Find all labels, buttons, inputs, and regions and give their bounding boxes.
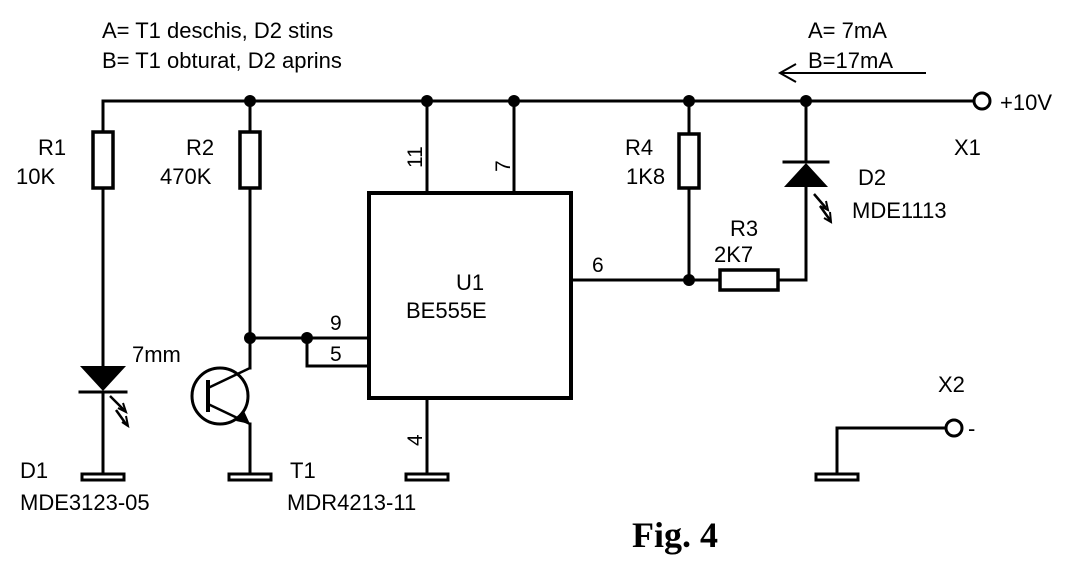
d1-light-arrows-icon <box>109 395 130 429</box>
x1-voltage-label: +10V <box>1000 90 1052 115</box>
r2-resistor <box>238 130 262 190</box>
x1-terminal <box>972 91 992 111</box>
t1-phototransistor <box>190 366 251 426</box>
r4-value-label: 1K8 <box>626 164 665 189</box>
d1-ground-symbol <box>80 472 126 482</box>
figure-caption: Fig. 4 <box>632 515 718 555</box>
x2-terminal <box>944 418 964 438</box>
d2-name-label: D2 <box>858 165 886 190</box>
d1-part-label: MDE3123-05 <box>20 490 150 515</box>
d2-light-arrows-icon <box>813 193 833 224</box>
t1-ground-symbol <box>227 472 273 482</box>
u1-part-label: BE555E <box>406 298 487 323</box>
current-label-a: A= 7mA <box>808 18 887 43</box>
r1-resistor <box>91 130 115 190</box>
r2-value-label: 470K <box>160 164 212 189</box>
x1-name-label: X1 <box>954 135 981 160</box>
x2-name-label: X2 <box>938 372 965 397</box>
u1-ground-symbol <box>404 472 450 482</box>
u1-pin5-label: 5 <box>330 343 342 366</box>
r3-resistor <box>718 268 780 292</box>
r1-value-label: 10K <box>16 164 55 189</box>
x2-polarity-label: - <box>968 416 975 441</box>
u1-pin4-label: 4 <box>404 434 427 446</box>
x2-ground-wire <box>835 426 948 476</box>
u1-pin9-label: 9 <box>330 312 342 335</box>
t1-name-label: T1 <box>290 458 316 483</box>
d1-size-label: 7mm <box>132 342 181 367</box>
u1-name-label: U1 <box>456 270 484 295</box>
r1-name-label: R1 <box>38 135 66 160</box>
d2-led-diode <box>784 163 828 187</box>
u1-pin7-label: 7 <box>492 160 515 172</box>
r3-name-label: R3 <box>730 216 758 241</box>
r2-name-label: R2 <box>186 135 214 160</box>
u1-pin6-label: 6 <box>592 254 604 277</box>
r3-d2-wire <box>776 186 808 282</box>
current-label-b: B=17mA <box>808 48 893 73</box>
r4-name-label: R4 <box>625 135 653 160</box>
d1-name-label: D1 <box>20 458 48 483</box>
d2-part-label: MDE1113 <box>852 198 947 223</box>
t1-part-label: MDR4213-11 <box>287 490 416 515</box>
r3-value-label: 2K7 <box>714 242 753 267</box>
legend-line-a: A= T1 deschis, D2 stins <box>102 18 333 43</box>
legend-line-b: B= T1 obturat, D2 aprins <box>102 48 342 73</box>
u1-pin11-label: 11 <box>404 146 427 168</box>
current-arrow-head <box>777 63 797 83</box>
r4-resistor <box>677 132 701 190</box>
d1-led-diode <box>80 366 126 391</box>
pin5-wire <box>305 336 369 368</box>
x2-ground-symbol <box>814 472 860 482</box>
u1-ic-body <box>367 191 573 400</box>
